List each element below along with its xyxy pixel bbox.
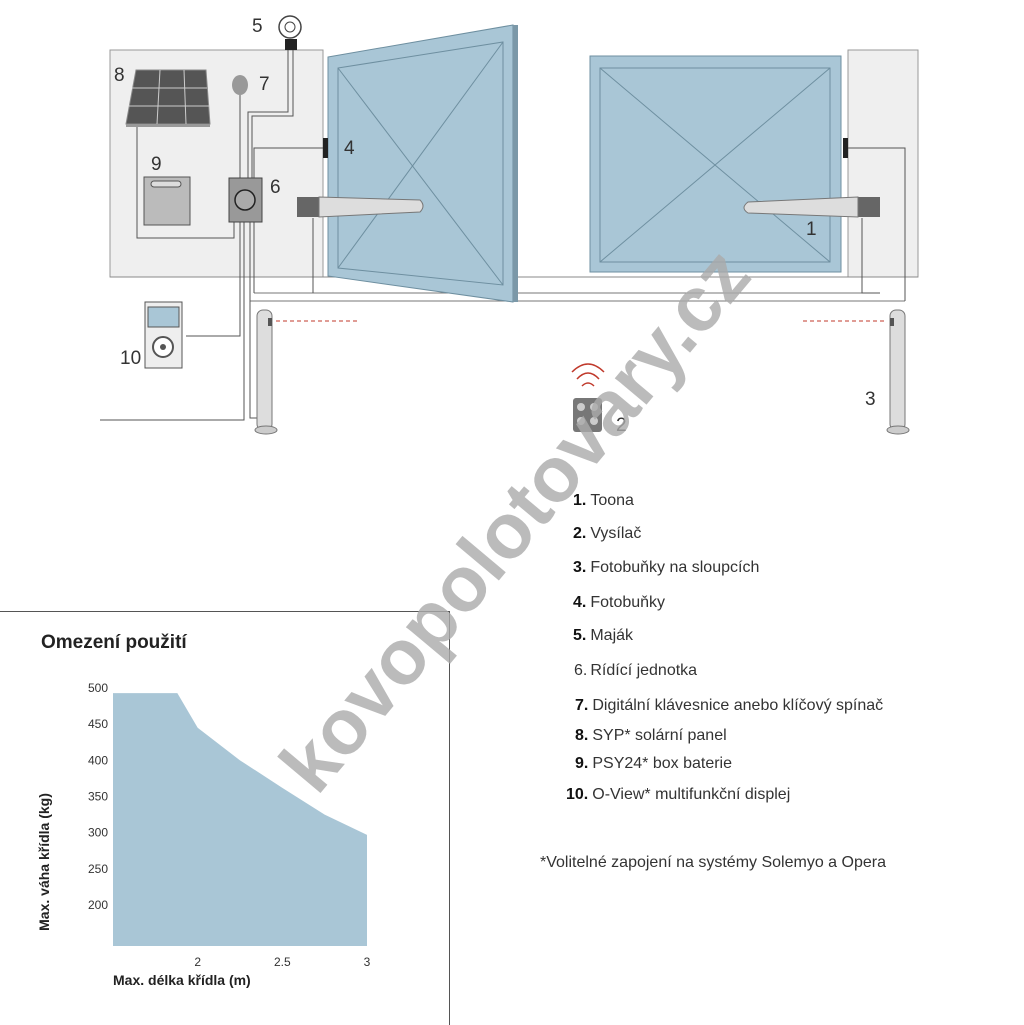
- legend-text: Fotobuňky: [590, 594, 666, 611]
- keypad-icon: [232, 75, 248, 95]
- legend-text: PSY24* box baterie: [592, 755, 732, 772]
- transmitter-icon: [571, 363, 605, 432]
- control-unit-icon: [228, 177, 263, 223]
- chart-frame: [0, 611, 450, 1025]
- legend-item: 5.Maják: [573, 627, 633, 645]
- legend-item: 10.O-View* multifunkční displej: [566, 786, 790, 804]
- legend-number: 4.: [573, 594, 587, 611]
- callout-1: 1: [806, 219, 817, 240]
- right-wall: [847, 49, 919, 278]
- legend-item: 3.Fotobuňky na sloupcích: [573, 559, 759, 577]
- legend-item: 8.SYP* solární panel: [575, 727, 727, 745]
- motor-left-icon: [297, 196, 424, 218]
- legend-text: SYP* solární panel: [592, 727, 727, 744]
- right-gate-leaf: [589, 55, 842, 273]
- callout-3: 3: [865, 389, 876, 410]
- callout-9: 9: [151, 154, 162, 175]
- legend-number: 3.: [573, 559, 587, 576]
- legend-text: Fotobuňky na sloupcích: [590, 559, 760, 576]
- legend-number: 6.: [574, 662, 588, 679]
- legend-text: O-View* multifunkční displej: [592, 786, 791, 803]
- photocell-column-left: [254, 309, 278, 435]
- motor-right-icon: [743, 196, 880, 218]
- legend-item: 9.PSY24* box baterie: [575, 755, 732, 773]
- legend-number: 1.: [573, 492, 587, 509]
- callout-4: 4: [344, 138, 355, 159]
- callout-2: 2: [616, 415, 627, 436]
- callout-6: 6: [270, 177, 281, 198]
- photocell-icon: [323, 138, 328, 158]
- photocell-icon: [843, 138, 848, 158]
- solar-panel-icon: [125, 69, 211, 127]
- photocell-column-right: [886, 309, 910, 435]
- legend-item: 6.Rídící jednotka: [574, 662, 697, 680]
- legend-item: 1.Toona: [573, 492, 634, 510]
- legend-item: 4.Fotobuňky: [573, 594, 665, 612]
- legend-text: Digitální klávesnice anebo klíčový spína…: [592, 697, 884, 714]
- oview-display-icon: [144, 301, 183, 369]
- callout-10: 10: [120, 348, 141, 369]
- callout-5: 5: [252, 16, 263, 37]
- footnote: *Volitelné zapojení na systémy Solemyo a…: [540, 854, 886, 871]
- legend-text: Maják: [590, 627, 634, 644]
- legend-number: 9.: [575, 755, 589, 772]
- legend-text: Rídící jednotka: [590, 662, 698, 679]
- legend-number: 8.: [575, 727, 589, 744]
- left-gate-leaf: [327, 24, 518, 303]
- wiring: [100, 50, 906, 421]
- chart-title: Omezení použití: [41, 632, 187, 653]
- callout-7: 7: [259, 74, 270, 95]
- legend-number: 7.: [575, 697, 589, 714]
- legend-number: 2.: [573, 525, 587, 542]
- battery-box-icon: [143, 176, 191, 226]
- legend-item: 7.Digitální klávesnice anebo klíčový spí…: [575, 697, 883, 715]
- legend-text: Vysílač: [590, 525, 642, 542]
- legend-number: 5.: [573, 627, 587, 644]
- callout-8: 8: [114, 65, 125, 86]
- legend-item: 2.Vysílač: [573, 525, 641, 543]
- beacon-icon: [278, 15, 302, 50]
- legend-text: Toona: [590, 492, 634, 509]
- legend-number: 10.: [566, 786, 589, 803]
